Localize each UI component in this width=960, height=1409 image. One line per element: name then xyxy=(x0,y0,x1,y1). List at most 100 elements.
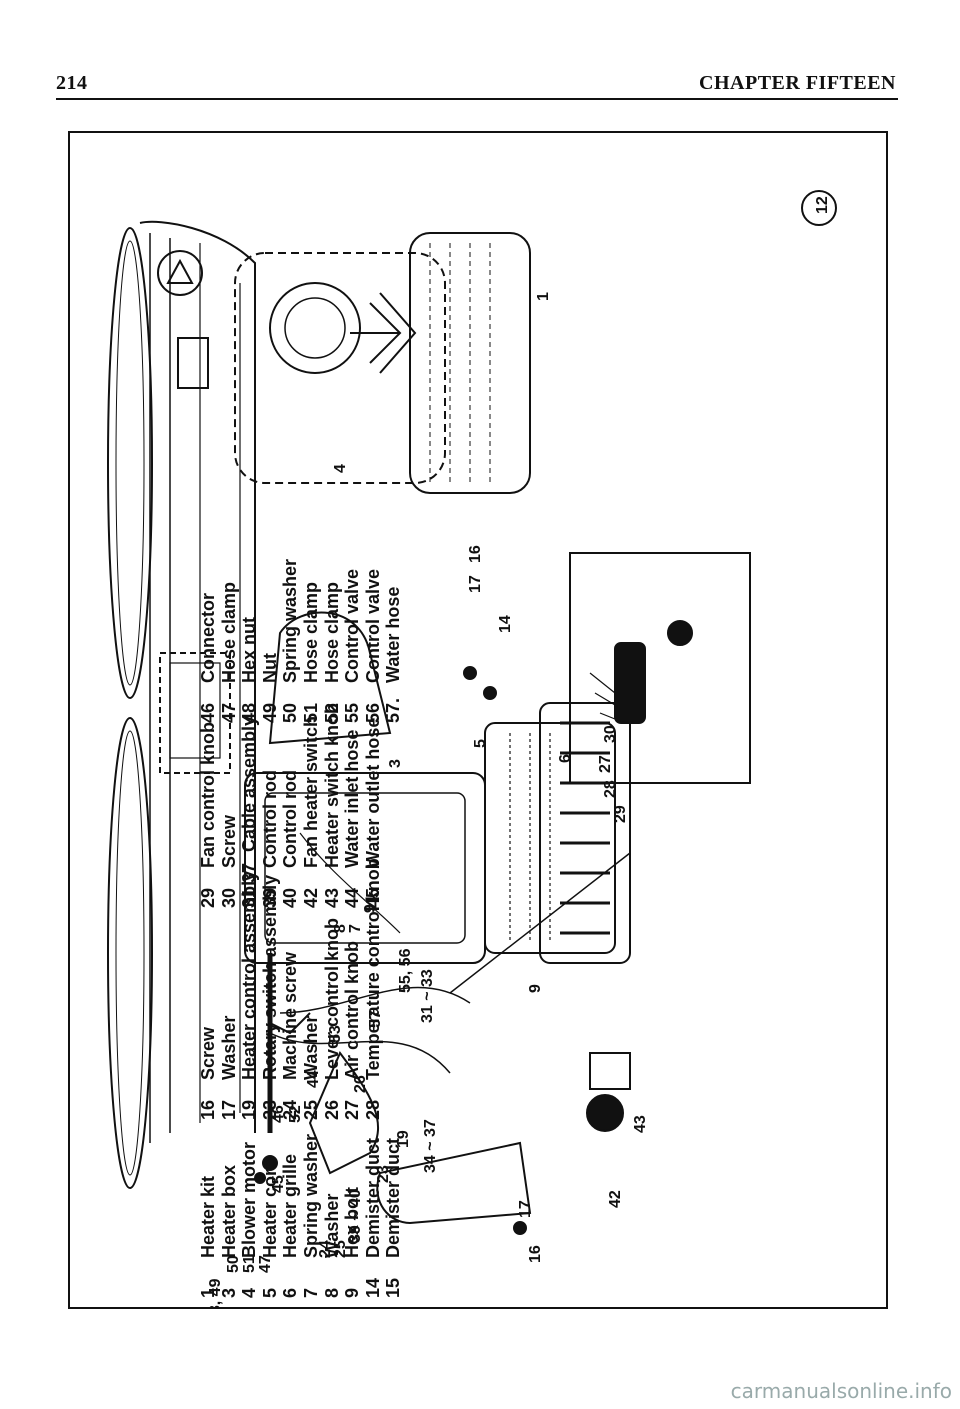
legend-num: 51 xyxy=(300,702,321,723)
legend-num: 4 xyxy=(239,1287,260,1298)
callout-14: 14 xyxy=(497,615,514,633)
legend-label: Heater switch knob xyxy=(321,702,342,868)
callout-53: 53 xyxy=(327,1025,344,1043)
legend-label: Lever control knob xyxy=(321,917,342,1080)
legend-label: Water outlet hose xyxy=(362,717,383,868)
legend-row: 55 Control valve xyxy=(342,559,363,723)
legend-num: 27 xyxy=(342,1099,363,1120)
legend-label: Washer xyxy=(300,1015,321,1080)
legend-label: Demister duct xyxy=(362,1137,383,1258)
figure-frame: 48, 49 50 51 47 45 46 52 44 53 26 24 25 … xyxy=(68,131,888,1309)
callout-46: 46 xyxy=(270,1105,287,1123)
callout-51: 51 xyxy=(241,1255,258,1273)
legend-num: 7 xyxy=(300,1287,321,1298)
callout-24: 24 xyxy=(317,1240,334,1258)
steering-emblem xyxy=(157,250,203,296)
legend-num: 29 xyxy=(198,887,218,908)
hose-clamp-47 xyxy=(262,1155,278,1171)
legend-num: 14 xyxy=(362,1277,383,1298)
defroster-vent-right-inner xyxy=(115,730,145,1176)
parts-legend: 1 Heater kit 3 Heater box 4 Blower motor 5 H… xyxy=(198,559,728,1298)
defroster-vent-left xyxy=(107,227,153,699)
legend-column-1: 1 Heater kit 3 Heater box 4 Blower motor 5 H… xyxy=(198,1134,404,1298)
legend-num: 3 xyxy=(218,1287,239,1298)
callout-5: 5 xyxy=(472,739,489,748)
legend-label: Fan heater switch xyxy=(300,715,321,868)
blower-fan xyxy=(350,292,417,374)
legend-label: Control valve xyxy=(342,568,363,683)
callout-34-37: 34 ~ 37 xyxy=(422,1119,439,1173)
legend-row: 1 Heater kit xyxy=(198,1134,219,1298)
legend-row: 45 Water outlet hose xyxy=(363,703,384,908)
legend-label: Control valve xyxy=(362,568,383,683)
callout-43: 43 xyxy=(632,1115,649,1133)
legend-num: 17 xyxy=(218,1099,239,1120)
header-rule xyxy=(56,98,898,100)
legend-num: 25 xyxy=(300,1099,321,1120)
legend-row: 7 Spring washer xyxy=(301,1134,322,1298)
legend-column-3: 29Fan control knob 30Screw 31 37Cable as… xyxy=(198,703,383,908)
heater-grille xyxy=(539,702,631,964)
legend-num: 56 xyxy=(362,702,383,723)
legend-row: 43 Heater switch knob xyxy=(322,703,343,908)
callout-4: 4 xyxy=(332,464,349,473)
heater-control-assembly xyxy=(308,1051,379,1175)
legend-label: Screw xyxy=(198,1026,218,1080)
legend-num: 55 xyxy=(342,702,363,723)
page-header: 214 CHAPTER FIFTEEN xyxy=(0,0,960,110)
hex-nut-48 xyxy=(254,1172,266,1184)
callout-47: 47 xyxy=(257,1255,274,1273)
legend-row: 40Control rod xyxy=(280,703,301,908)
callout-1: 1 xyxy=(535,292,552,301)
legend-row: 29Fan control knob xyxy=(198,703,219,908)
legend-num: 8 xyxy=(321,1287,342,1298)
legend-num: 9 xyxy=(342,1287,363,1298)
legend-row: 31 37Cable assembly xyxy=(239,703,260,908)
callout-16b: 16 xyxy=(467,545,484,563)
callout-17b: 17 xyxy=(467,575,484,593)
legend-label: Hose clamp xyxy=(218,581,239,683)
legend-label: Heater kit xyxy=(198,1175,218,1258)
legend-row: 4 Blower motor xyxy=(239,1134,260,1298)
callout-9a: 9 xyxy=(362,904,379,913)
legend-row: 8Washer xyxy=(322,1134,343,1298)
callout-16a: 16 xyxy=(527,1245,544,1263)
legend-num: 6 xyxy=(280,1287,301,1298)
legend-row: 44Water inlet hose xyxy=(342,703,363,908)
figure-number: 12 xyxy=(814,196,831,214)
control-cable-2 xyxy=(279,986,471,1014)
defroster-vent-right xyxy=(107,717,153,1189)
legend-row: 56 Control valve xyxy=(363,559,384,723)
legend-num: 45 xyxy=(362,887,383,908)
legend-num: 40 xyxy=(280,887,301,908)
legend-num: 5 xyxy=(259,1287,280,1298)
screw-16 xyxy=(513,1221,527,1235)
dash-slot xyxy=(177,337,209,389)
blower-case-ribs xyxy=(429,243,491,483)
legend-label: Machine screw xyxy=(280,951,301,1080)
blower-case xyxy=(409,232,531,494)
legend-row: 9Hex bolt xyxy=(342,1134,363,1298)
callout-26: 26 xyxy=(352,1075,369,1093)
blower-motor xyxy=(269,282,361,374)
legend-row: 49Nut xyxy=(260,559,281,723)
legend-num: 50 xyxy=(280,702,301,723)
legend-label: Spring washer xyxy=(300,1133,321,1258)
legend-label: Heater box xyxy=(218,1164,239,1258)
legend-label: Nut xyxy=(259,653,280,683)
demister-duct-15 xyxy=(376,1141,532,1225)
legend-label: Connector xyxy=(198,593,218,683)
legend-row: 51Hose clamp xyxy=(301,559,322,723)
legend-row: 15Demister duct xyxy=(383,1134,404,1298)
legend-num: 1 xyxy=(198,1287,218,1298)
legend-row: 14 Demister duct xyxy=(363,1134,384,1298)
callout-57: 57 xyxy=(367,1010,384,1028)
legend-label: Demister duct xyxy=(383,1137,404,1258)
knobs-inset-box xyxy=(569,552,751,784)
legend-label: Blower motor xyxy=(239,1141,260,1258)
legend-label: Spring washer xyxy=(280,558,301,683)
legend-num: 48 xyxy=(239,702,260,723)
callout-31-33: 31 ~ 33 xyxy=(419,969,436,1023)
control-cable-1 xyxy=(269,1032,451,1074)
legend-num: 43 xyxy=(321,887,342,908)
